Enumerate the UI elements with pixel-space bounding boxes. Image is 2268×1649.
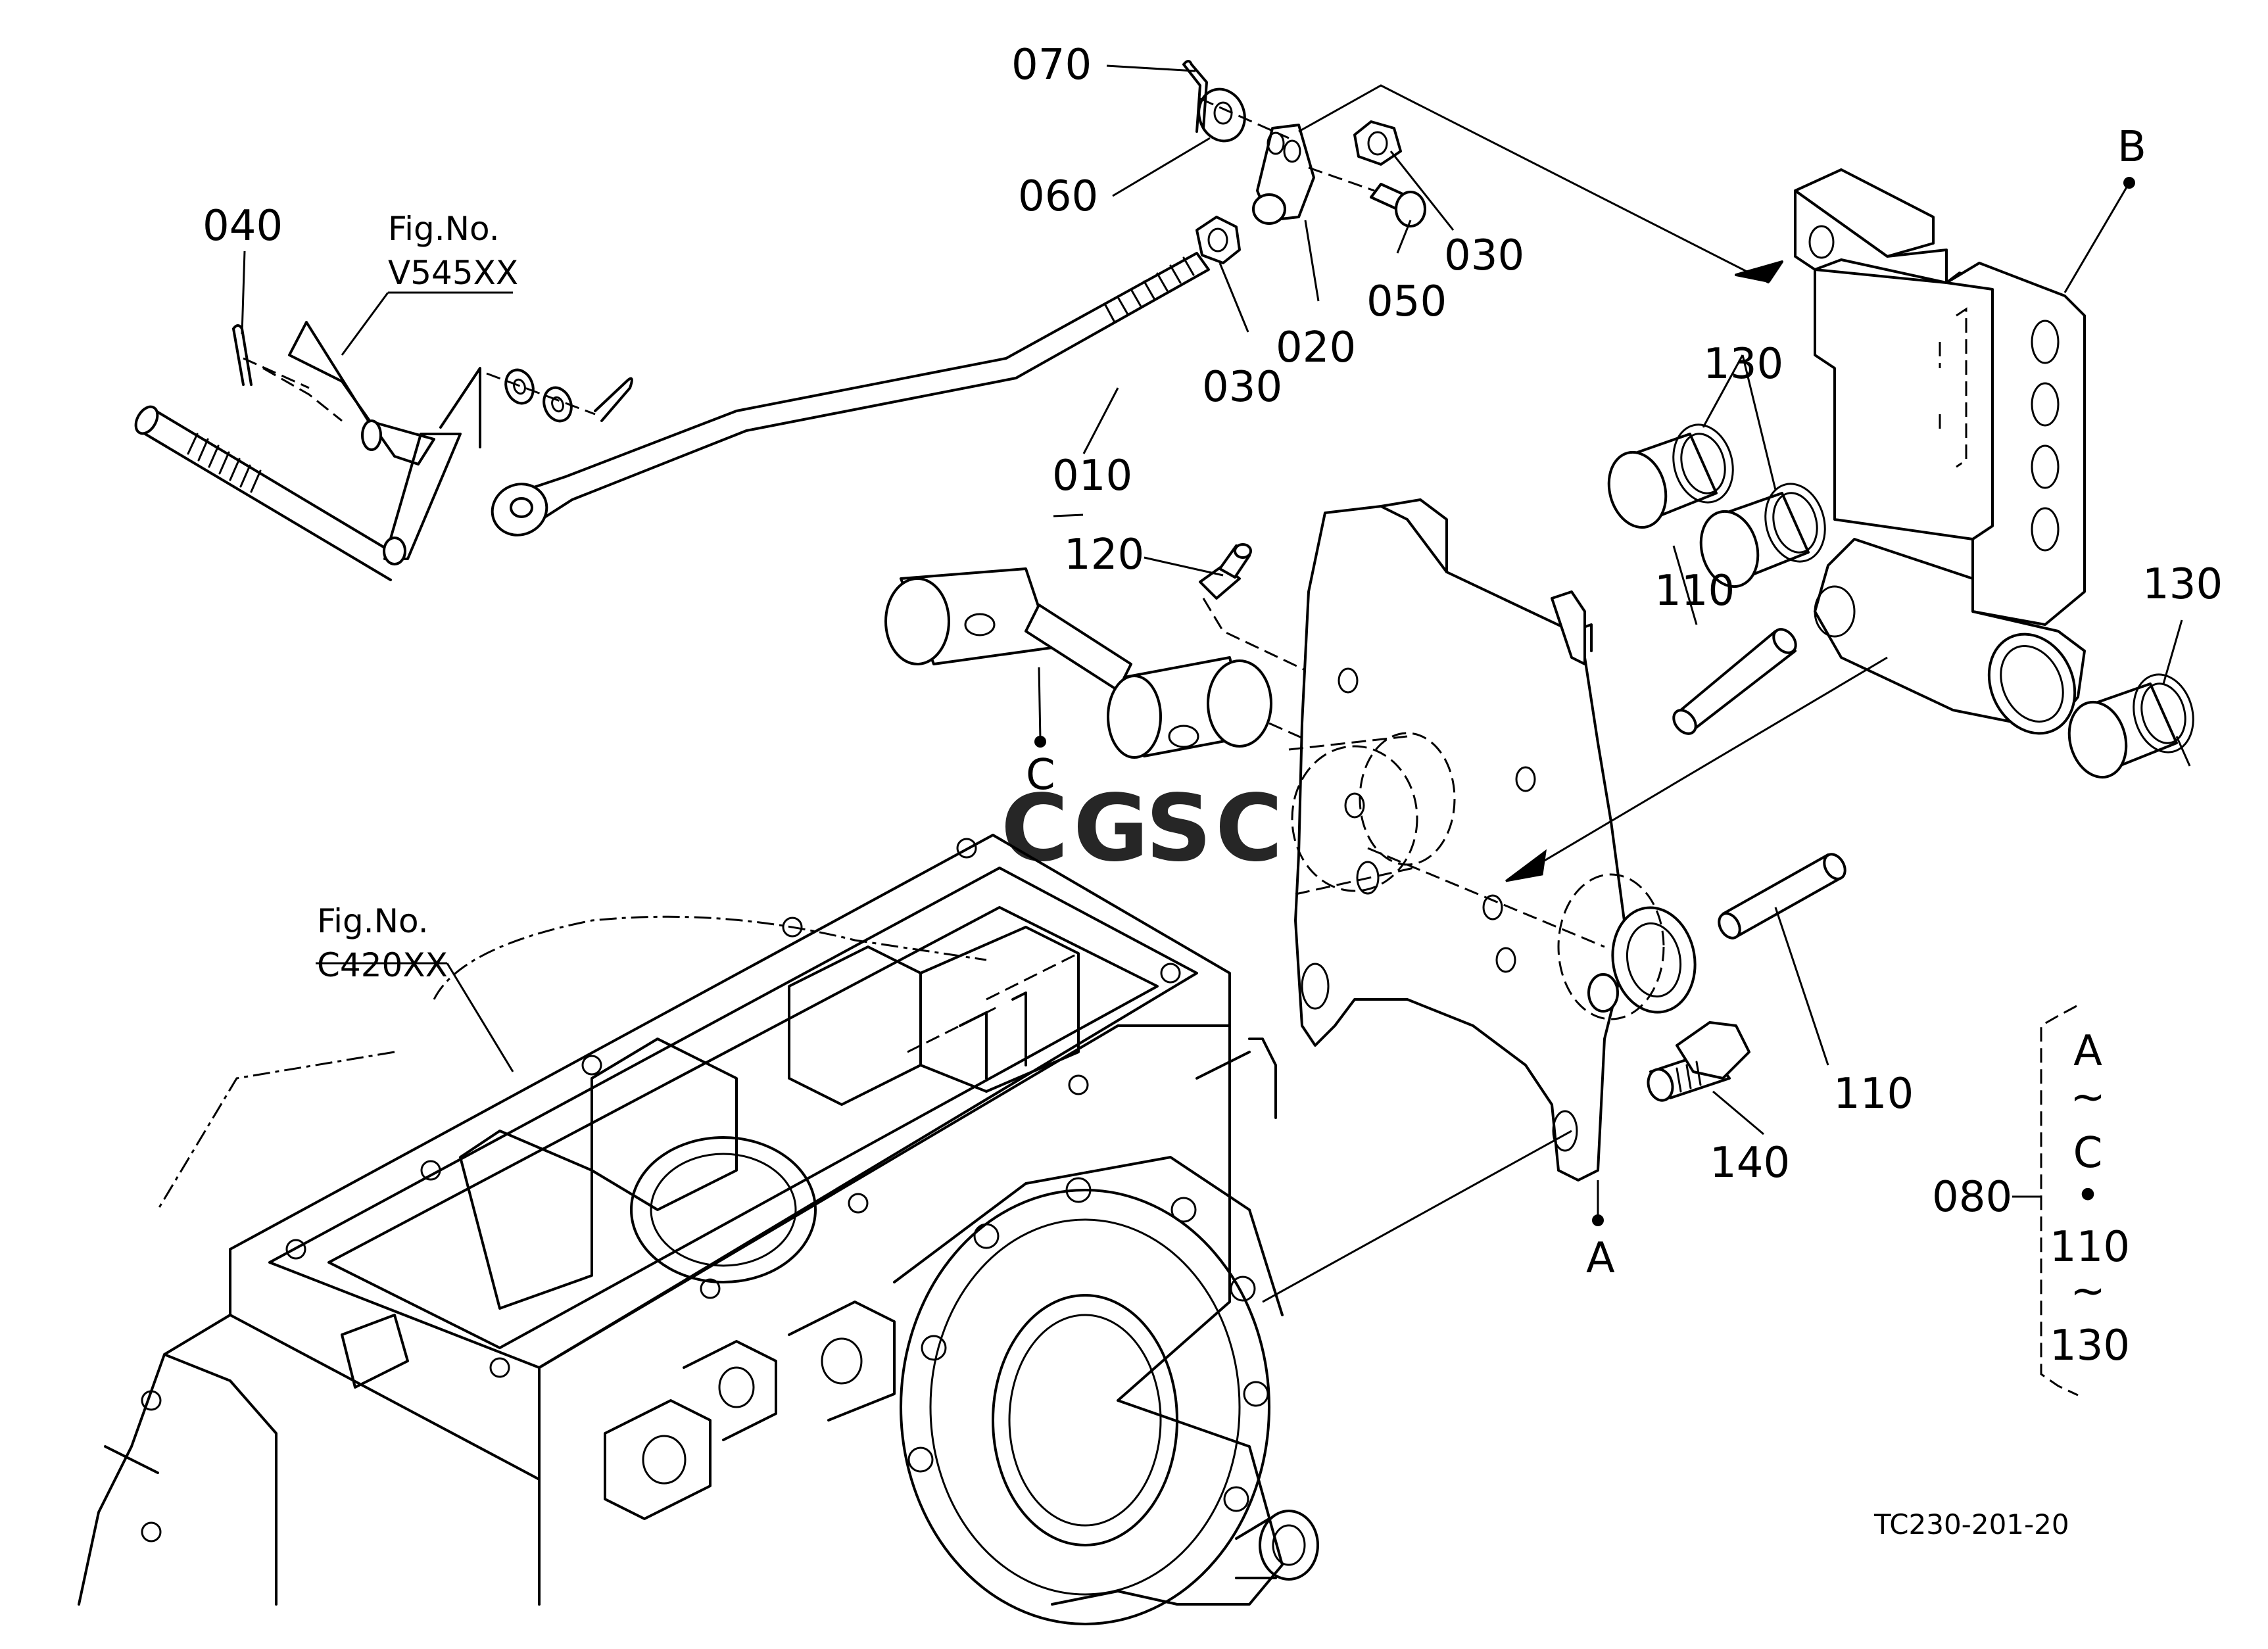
kit-bracket <box>2012 1005 2079 1397</box>
assembly-label-a: A <box>1586 1234 1615 1283</box>
callout-110-bottom: 110 <box>1833 1070 1914 1118</box>
callout-030-left: 030 <box>1202 363 1282 412</box>
watermark-logo: C G S C <box>1001 775 1283 882</box>
callout-110-top: 110 <box>1654 567 1735 615</box>
bracket-b <box>1794 168 2086 735</box>
kit-line-110: 110 <box>2050 1223 2130 1272</box>
rod-010 <box>491 252 1210 537</box>
watermark-letter-3: S <box>1146 775 1212 882</box>
leader-lines <box>241 64 2183 1216</box>
transmission-case <box>78 834 1572 1625</box>
lever-linkage-group <box>134 321 633 581</box>
figure-references: Fig.No. V545XX Fig.No. C420XX <box>317 210 518 984</box>
bolt-140 <box>1647 1021 1750 1102</box>
callout-130-right: 130 <box>2142 560 2223 609</box>
callout-120: 120 <box>1064 531 1144 579</box>
kit-bracket-text: A ~ C • 110 ~ 130 <box>2050 1027 2130 1370</box>
assembly-point-dots <box>1034 177 2135 1226</box>
fig-ref-c420xx-number: C420XX <box>317 946 448 984</box>
fig-ref-v545xx-number: V545XX <box>388 254 518 292</box>
part-callouts: 070 060 040 030 050 020 030 010 120 130 … <box>203 41 2223 1222</box>
watermark-letter-1: C <box>1001 775 1069 882</box>
clevis-pin-group <box>1182 60 1783 284</box>
housing-bolt-holes <box>907 1177 1269 1512</box>
case-bolt-holes <box>285 838 1181 1378</box>
bushings-130 <box>1607 423 2194 779</box>
assembly-label-c: C <box>1026 751 1055 800</box>
kit-line-c: C <box>2073 1129 2103 1178</box>
assembly-point-labels: B C A <box>1026 123 2146 1283</box>
callout-050: 050 <box>1366 277 1447 326</box>
callout-130-pair: 130 <box>1703 340 1783 389</box>
bracket-plate-a <box>1288 498 1888 1182</box>
fig-ref-c420xx-prefix: Fig.No. <box>317 902 429 940</box>
kit-line-dot: • <box>2075 1172 2100 1220</box>
watermark-letter-2: G <box>1073 775 1149 882</box>
watermark-letter-4: C <box>1215 775 1283 882</box>
kit-line-a: A <box>2073 1027 2102 1076</box>
shaft-c <box>884 567 1388 777</box>
kit-line-130: 130 <box>2050 1322 2130 1370</box>
callout-060: 060 <box>1018 172 1098 221</box>
callout-070: 070 <box>1011 41 1092 89</box>
kit-line-tilde-1: ~ <box>2070 1073 2106 1122</box>
assembly-label-b: B <box>2117 123 2146 172</box>
kit-line-tilde-2: ~ <box>2070 1267 2106 1316</box>
pins-110 <box>1672 628 1846 940</box>
callout-140: 140 <box>1710 1139 1790 1187</box>
drawing-code: TC230-201-20 <box>1873 1508 2069 1541</box>
fig-ref-v545xx-prefix: Fig.No. <box>388 210 500 248</box>
callout-080: 080 <box>1932 1173 2012 1222</box>
callout-020: 020 <box>1276 323 1356 372</box>
callout-010: 010 <box>1052 452 1132 500</box>
callout-030-right: 030 <box>1444 231 1524 280</box>
callout-040: 040 <box>203 202 283 251</box>
